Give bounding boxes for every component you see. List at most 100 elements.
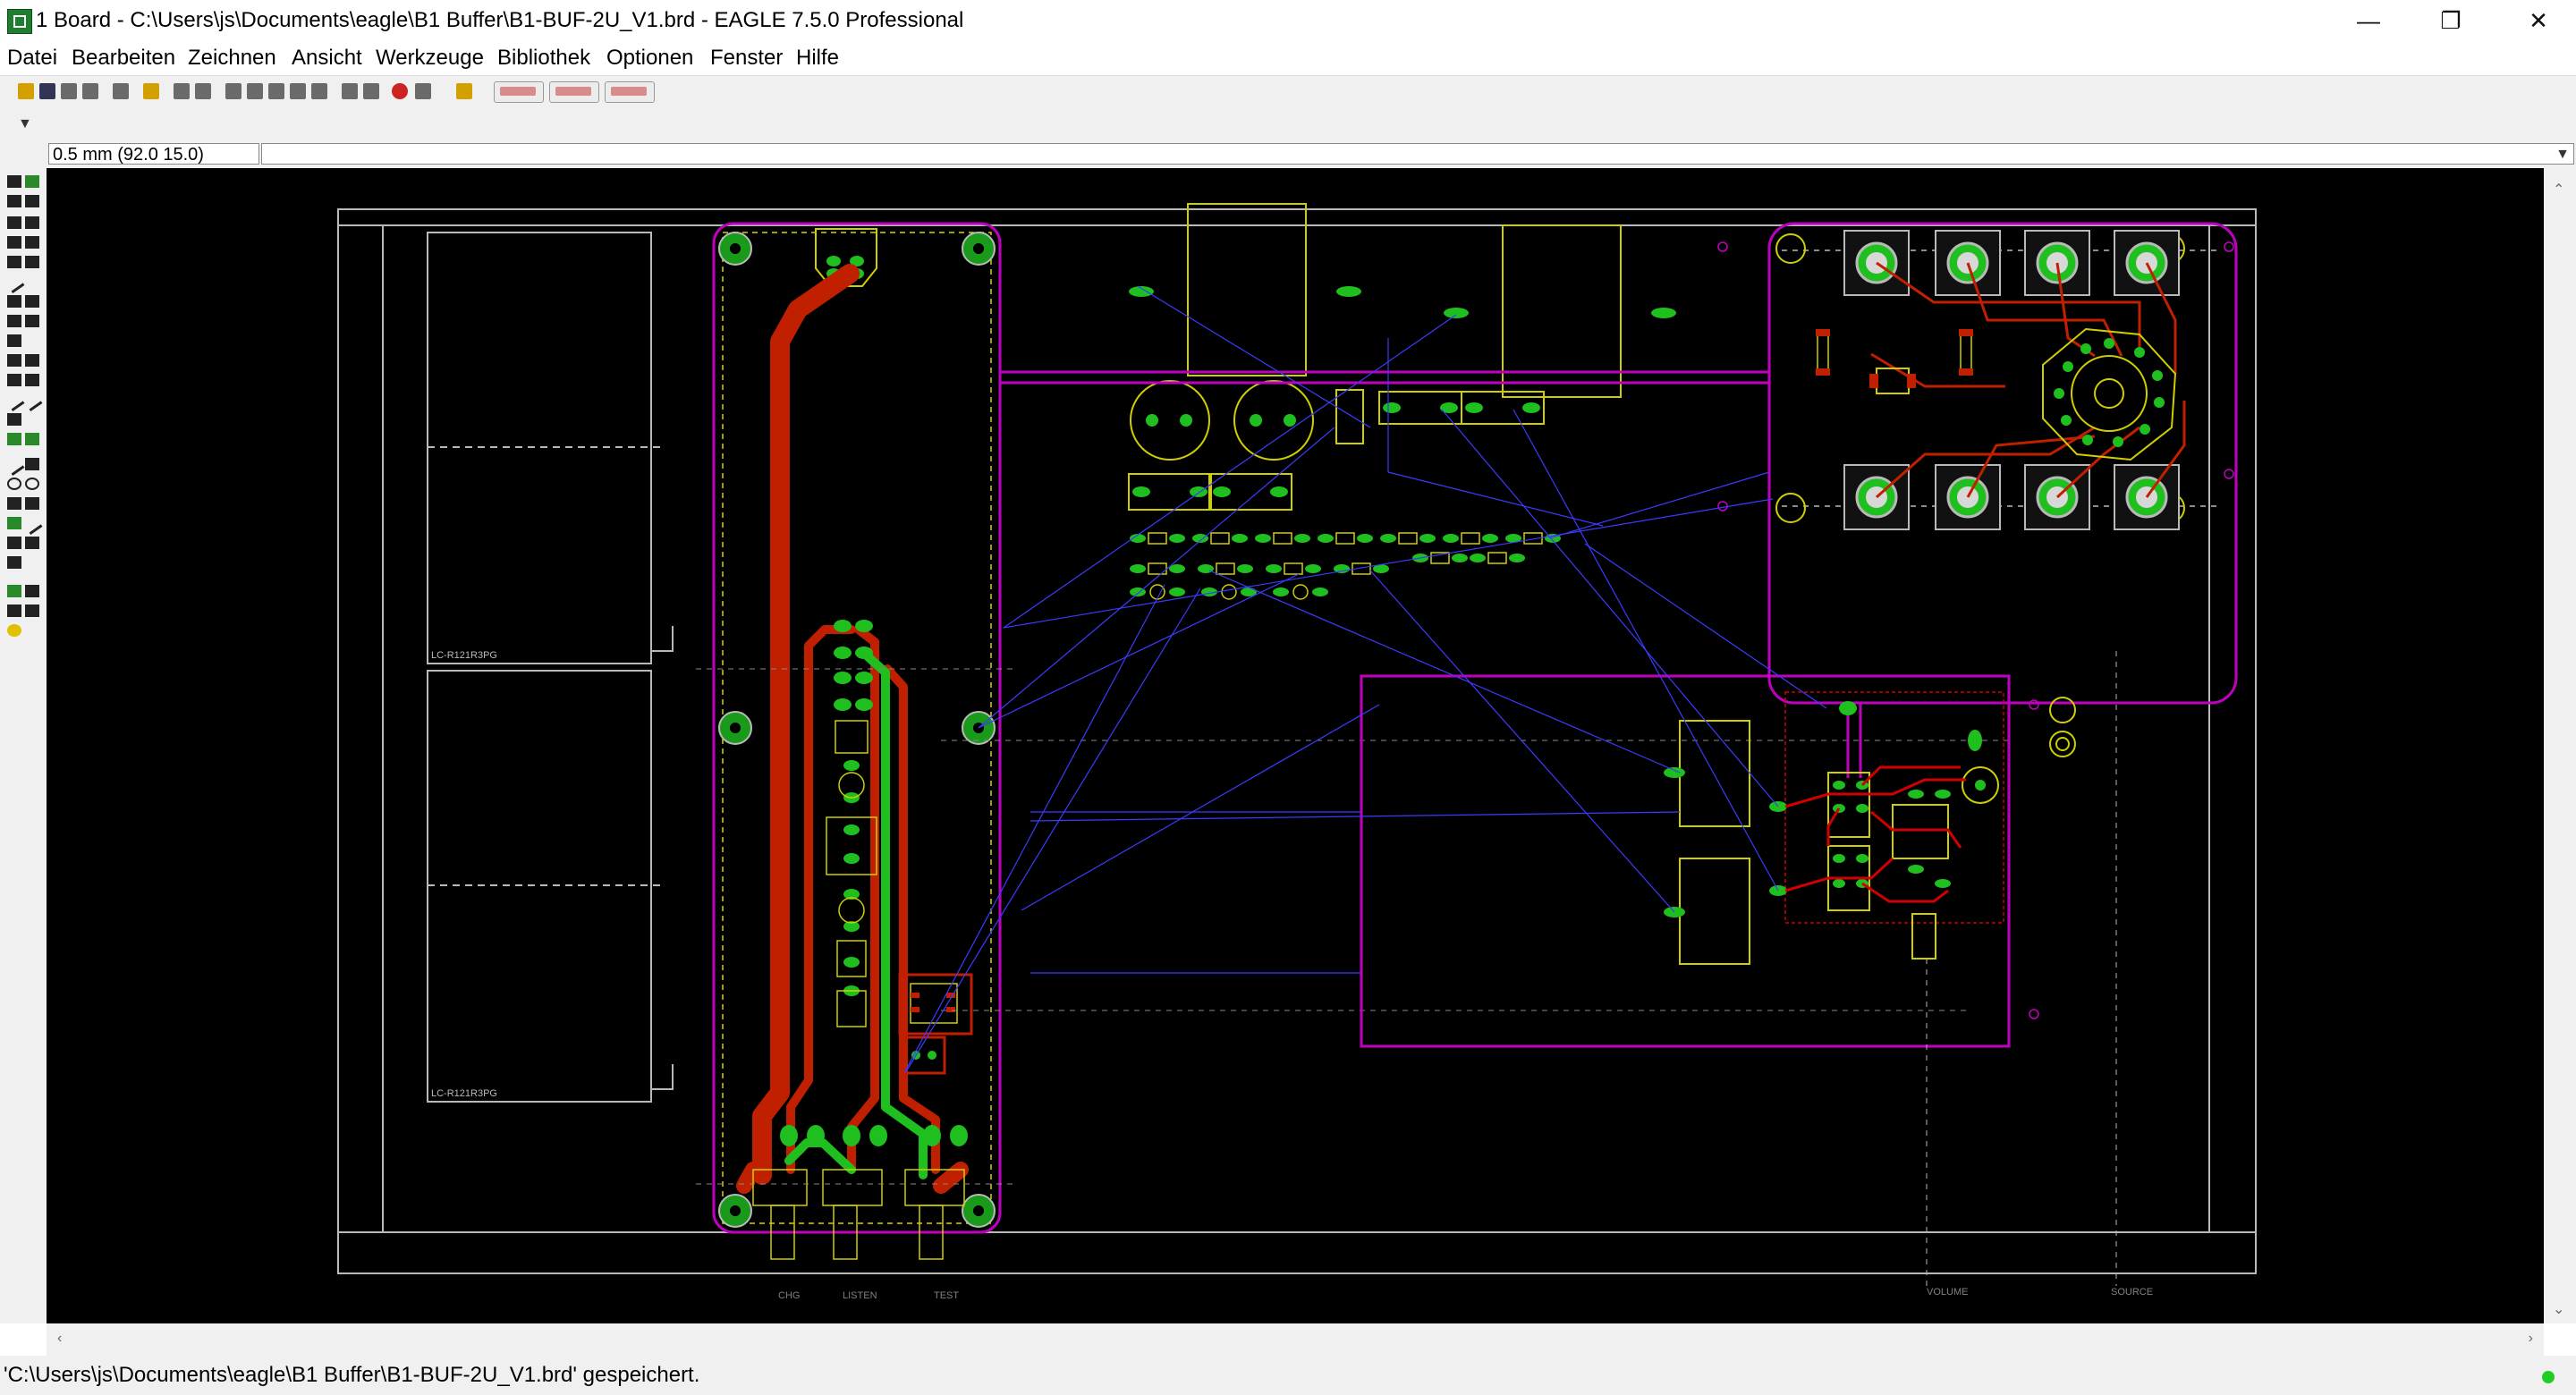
replace-icon[interactable]	[7, 315, 21, 327]
eagle-app-icon[interactable]	[7, 9, 32, 34]
run-ulp-icon[interactable]	[195, 83, 211, 99]
lock-icon[interactable]	[25, 315, 39, 327]
lower-right-pads	[1664, 701, 1986, 917]
command-row: 0.5 mm (92.0 15.0) ▼	[0, 141, 2576, 168]
hole-icon[interactable]	[7, 537, 21, 549]
scroll-down-icon[interactable]: ⌄	[2553, 1302, 2565, 1317]
minimize-button[interactable]: —	[2357, 7, 2380, 34]
split-icon[interactable]	[7, 374, 21, 386]
rotate-icon[interactable]	[25, 236, 39, 249]
rect-icon[interactable]	[7, 497, 21, 510]
text-icon[interactable]	[25, 458, 39, 470]
info-icon[interactable]	[7, 175, 21, 188]
smash-icon[interactable]	[25, 354, 39, 367]
route-icon[interactable]	[7, 413, 21, 426]
stop-icon[interactable]	[392, 83, 408, 99]
menu-hilfe[interactable]: Hilfe	[796, 46, 840, 70]
ratsnest-icon[interactable]	[7, 585, 21, 597]
menu-zeichnen[interactable]: Zeichnen	[188, 46, 276, 70]
dimension-icon[interactable]	[7, 556, 21, 569]
vertical-scrollbar[interactable]: ⌃ ⌄	[2544, 168, 2576, 1323]
autorouter-icon[interactable]	[25, 433, 39, 445]
wire-icon[interactable]	[4, 454, 25, 477]
cam-processor-icon[interactable]	[82, 83, 98, 99]
attribute-icon[interactable]	[25, 537, 39, 549]
save-icon[interactable]	[39, 83, 55, 99]
signal-icon[interactable]	[21, 513, 43, 536]
design-link-icon[interactable]	[494, 81, 544, 103]
via-icon[interactable]	[7, 517, 21, 529]
name-icon[interactable]	[7, 334, 21, 347]
move-icon[interactable]	[7, 216, 21, 229]
menu-fenster[interactable]: Fenster	[710, 46, 784, 70]
command-history-dropdown-icon[interactable]: ▼	[2555, 147, 2570, 162]
menu-ansicht[interactable]: Ansicht	[292, 46, 362, 70]
show-icon[interactable]	[25, 175, 39, 188]
zoom-in-icon[interactable]	[247, 83, 263, 99]
use-library-icon[interactable]	[143, 83, 159, 99]
idf-export-icon[interactable]	[605, 81, 655, 103]
optimize-icon[interactable]	[4, 390, 25, 412]
status-bar: 'C:\Users\js\Documents\eagle\B1 Buffer\B…	[0, 1356, 2576, 1395]
go-icon[interactable]	[415, 83, 431, 99]
undo-icon[interactable]	[342, 83, 358, 99]
polygon-icon[interactable]	[25, 497, 39, 510]
group-icon[interactable]	[7, 256, 21, 268]
script-icon[interactable]	[174, 83, 190, 99]
rotary-switch	[2042, 327, 2177, 461]
miter-icon[interactable]	[25, 374, 39, 386]
center-outline	[1000, 371, 1769, 384]
toolbar-dropdown-icon[interactable]: ▼	[18, 116, 32, 131]
redo-icon[interactable]	[363, 83, 379, 99]
menu-optionen[interactable]: Optionen	[606, 46, 694, 70]
paste-icon[interactable]	[4, 272, 25, 294]
test-label: TEST	[934, 1290, 959, 1301]
warning-icon[interactable]	[7, 624, 21, 637]
meander-icon[interactable]	[21, 390, 43, 412]
open-icon[interactable]	[18, 83, 34, 99]
board-canvas[interactable]: LC-R121R3PG LC-R121R3PG	[47, 168, 2544, 1323]
menu-bearbeiten[interactable]: Bearbeiten	[72, 46, 176, 70]
tool-palette	[0, 168, 47, 1323]
zoom-fit-icon[interactable]	[225, 83, 242, 99]
help-icon[interactable]	[456, 83, 472, 99]
zoom-select-icon[interactable]	[311, 83, 327, 99]
menu-datei[interactable]: Datei	[7, 46, 58, 70]
scroll-right-icon[interactable]: ›	[2528, 1331, 2533, 1346]
pcb-quote-icon[interactable]	[549, 81, 599, 103]
copy-icon[interactable]	[25, 216, 39, 229]
print-icon[interactable]	[61, 83, 77, 99]
horizontal-scrollbar[interactable]: ‹ ›	[47, 1323, 2544, 1356]
zoom-redraw-icon[interactable]	[290, 83, 306, 99]
menu-werkzeuge[interactable]: Werkzeuge	[376, 46, 484, 70]
errors-icon[interactable]	[25, 604, 39, 617]
arc-icon[interactable]	[25, 478, 39, 490]
add-icon[interactable]	[25, 295, 39, 308]
drc-icon[interactable]	[7, 604, 21, 617]
left-mounting-holes	[718, 232, 996, 1228]
circle-icon[interactable]	[7, 478, 21, 490]
ripup-icon[interactable]	[7, 433, 21, 445]
schematic-switch-icon[interactable]	[113, 83, 129, 99]
zoom-out-icon[interactable]	[268, 83, 284, 99]
mark-icon[interactable]	[25, 195, 39, 207]
delete-icon[interactable]	[7, 295, 21, 308]
value-icon[interactable]	[7, 354, 21, 367]
right-top-copper	[1870, 261, 2186, 499]
plus-markers	[1717, 241, 2234, 1019]
command-input[interactable]: ▼	[261, 143, 2574, 165]
restore-button[interactable]: ❐	[2440, 7, 2462, 34]
scroll-left-icon[interactable]: ‹	[57, 1331, 63, 1346]
display-layers-icon[interactable]	[7, 195, 21, 207]
main-toolbar	[0, 75, 2576, 108]
scroll-up-icon[interactable]: ⌃	[2553, 182, 2565, 198]
middle-component-pads	[1129, 286, 1676, 497]
close-button[interactable]: ✕	[2529, 7, 2548, 34]
mirror-icon[interactable]	[7, 236, 21, 249]
resistor-rows	[1130, 532, 1561, 600]
grid-icon[interactable]	[25, 585, 39, 597]
change-icon[interactable]	[25, 256, 39, 268]
menu-bibliothek[interactable]: Bibliothek	[497, 46, 591, 70]
menu-bar: Datei Bearbeiten Zeichnen Ansicht Werkze…	[0, 42, 2576, 75]
board-dimension	[337, 208, 2257, 1274]
